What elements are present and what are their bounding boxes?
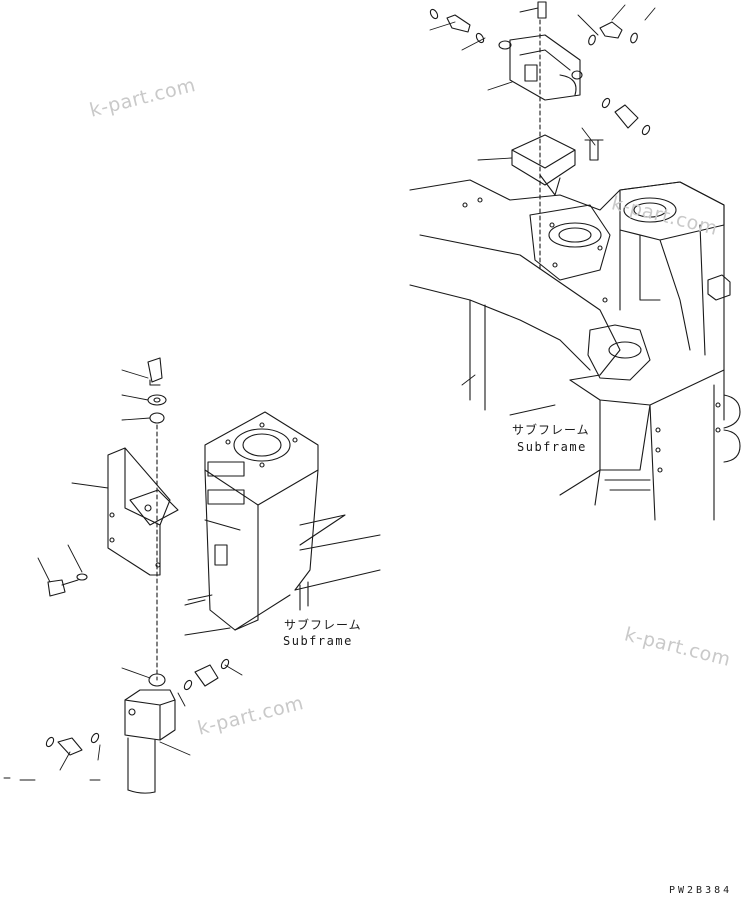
subframe-label-en: Subframe <box>283 634 353 648</box>
upper-right-assembly <box>409 1 741 521</box>
drawing-code: PW2B384 <box>669 885 733 896</box>
lower-left-assembly <box>3 357 381 794</box>
subframe-label-en: Subframe <box>517 440 587 454</box>
fittings-top <box>429 1 651 161</box>
leaders-top <box>429 4 656 416</box>
bracket <box>107 447 179 576</box>
subframe-label-jp: サブフレーム <box>284 618 362 632</box>
fastener-stack <box>47 357 167 687</box>
filter <box>124 689 176 794</box>
leaders-bottom <box>3 369 243 781</box>
subframe-rails <box>184 514 381 636</box>
fittings-bottom <box>45 658 230 756</box>
subframe-label-jp: サブフレーム <box>512 423 590 437</box>
main-frame <box>409 179 741 521</box>
valve-assembly <box>498 19 583 271</box>
frame-post <box>204 411 319 631</box>
